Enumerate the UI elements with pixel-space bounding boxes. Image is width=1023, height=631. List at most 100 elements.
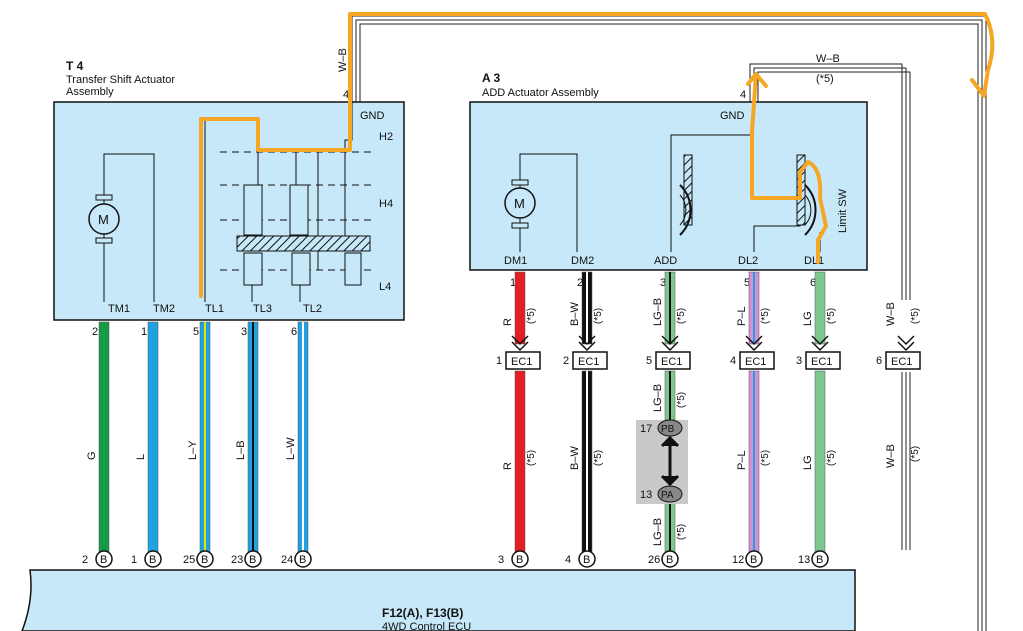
a3-wire-1-ecu-conn: B	[583, 554, 590, 566]
gnd-branch-color-lower: W–B	[885, 444, 897, 468]
junction-lower-label: PA	[661, 490, 674, 501]
a3-wire-1-ecu-pin-circle	[578, 550, 596, 568]
a3-wire-1-color-lower: B–W	[569, 446, 581, 470]
t4-wire-3-color-name: L–B	[235, 440, 247, 460]
t4-wire-4-color-name: L–W	[285, 437, 297, 460]
t4-wire-2-ecu-conn: B	[201, 554, 208, 566]
a3-wire-3-note-lower: (*5)	[760, 450, 771, 466]
a3-wire-4-color-upper: LG	[802, 311, 814, 326]
a3-wire-3-arrow	[745, 335, 763, 352]
a3-wire-4-term: DL1	[804, 255, 824, 267]
a3-wire-2-pin: 3	[660, 277, 666, 289]
a3-wire-0-term: DM1	[504, 255, 527, 267]
a3-wire-1-note-lower: (*5)	[593, 450, 604, 466]
t4-assembly: T 4 Transfer Shift Actuator Assembly GND…	[53, 48, 405, 321]
a3-gnd-label: GND	[720, 110, 745, 122]
a3-wire-4-conn-pin: 3	[796, 355, 802, 367]
gnd-branch: W–B W–B (*5) (*5) 6 EC1	[876, 302, 921, 468]
t4-wire-1-color-name: L	[135, 454, 147, 460]
a3-wire-2-conn: EC1	[661, 356, 682, 368]
t4-wire-4-ecu-conn: B	[299, 554, 306, 566]
a3-wire-2-ecu-conn: B	[666, 554, 673, 566]
a3-wire-0-conn-pin: 1	[496, 355, 502, 367]
t4-motor-label: M	[98, 212, 109, 227]
a3-wire-2-note-mid: (*5)	[676, 392, 687, 408]
gnd-branch-note-lower: (*5)	[910, 446, 921, 462]
a3-wire-4-connector	[805, 351, 841, 370]
a3-gnd-wire-note: (*5)	[816, 73, 834, 85]
t4-wire-0-pin: 2	[92, 326, 98, 338]
a3-wire-1-pin: 2	[577, 277, 583, 289]
a3-wire-2-upper-stripe	[669, 272, 671, 344]
t4-wire-4-term: TL2	[303, 303, 322, 315]
t4-wire-3-ecu-conn: B	[249, 554, 256, 566]
a3-limit-sw-label: Limit SW	[837, 188, 849, 233]
a3-wire-4-lower	[814, 370, 826, 553]
gnd-branch-conn: EC1	[891, 356, 912, 368]
a3-wire-0-note-lower: (*5)	[526, 450, 537, 466]
a3-wire-3-ecu-conn: B	[750, 554, 757, 566]
a3-wire-3-color-upper: P–L	[736, 306, 748, 326]
a3-wire-1-lower-stripe	[586, 371, 588, 552]
t4-wire-1-ecu-pin: 1	[131, 554, 137, 566]
a3-wire-3-conn-pin: 4	[730, 355, 736, 367]
t4-wire-2-stripe	[204, 322, 206, 552]
a3-name: ADD Actuator Assembly	[482, 87, 599, 99]
a3-wire-0-lower	[514, 370, 526, 553]
junction-lower-pin: 13	[640, 489, 652, 501]
a3-wire-1-ecu-pin: 4	[565, 554, 571, 566]
a3-wire-3-connector	[739, 351, 775, 370]
junction-upper-label: PB	[661, 424, 675, 435]
t4-gnd-pin: 4	[343, 89, 349, 101]
t4-wire-0-term: TM1	[108, 303, 130, 315]
a3-wire-0-arrow	[511, 335, 529, 352]
t4-wire-3-term: TL3	[253, 303, 272, 315]
a3-wire-3-term: DL2	[738, 255, 758, 267]
a3-wire-2-color-upper: LG–B	[652, 298, 664, 326]
t4-wire-3-ecu-pin: 23	[231, 554, 243, 566]
a3-wire-0-ecu-pin-circle	[511, 550, 529, 568]
a3-wire-0-color-upper: R	[502, 318, 514, 326]
t4-wire-3-stripe	[252, 322, 254, 552]
t4-wire-1-pin: 1	[141, 326, 147, 338]
a3-wire-4-conn: EC1	[811, 356, 832, 368]
t4-wire-0-ecu-pin-circle	[95, 550, 113, 568]
t4-switch-mechanism	[204, 102, 375, 302]
a3-wire-2-arrow	[661, 335, 679, 352]
a3-wire-2-lower-stripe	[669, 502, 671, 552]
t4-switch-h2: H2	[379, 131, 393, 143]
t4-name-line2: Assembly	[66, 86, 114, 98]
a3-wire-3-note-upper: (*5)	[760, 308, 771, 324]
harness-wires: 2G2BTM11L1BTM25L–Y25BTL13L–B23BTL36L–W24…	[82, 271, 841, 587]
t4-wire-2-pin: 5	[193, 326, 199, 338]
gnd-branch-connector	[885, 351, 921, 370]
gnd-branch-note: (*5)	[910, 308, 921, 324]
a3-wire-4-color-lower: LG	[802, 455, 814, 470]
a3-wire-2-note-lower: (*5)	[676, 524, 687, 540]
a3-wire-0-ecu-conn: B	[516, 554, 523, 566]
a3-wire-2-note-upper: (*5)	[676, 308, 687, 324]
gnd-branch-conn-pin: 6	[876, 355, 882, 367]
a3-wire-2-term: ADD	[654, 255, 677, 267]
a3-assembly: A 3 ADD Actuator Assembly GND 4 Limit SW…	[469, 71, 868, 271]
t4-wire-3-pin: 3	[241, 326, 247, 338]
t4-wire-0-ecu-pin: 2	[82, 554, 88, 566]
a3-gnd-wire-label: W–B	[816, 53, 840, 65]
a3-wire-4-ecu-pin-circle	[811, 550, 829, 568]
t4-wire-4-ecu-pin-circle	[294, 550, 312, 568]
a3-wire-3-ecu-pin-circle	[745, 550, 763, 568]
a3-wire-1-note-upper: (*5)	[593, 308, 604, 324]
a3-wire-3-conn: EC1	[745, 356, 766, 368]
a3-motor-icon: M	[504, 153, 578, 252]
a3-wire-0-color-lower: R	[502, 462, 514, 470]
t4-wire-2-term: TL1	[205, 303, 224, 315]
t4-wire-1	[147, 321, 159, 553]
ecu-body: F12(A), F13(B) 4WD Control ECU	[21, 569, 856, 631]
ecu-name: 4WD Control ECU	[382, 621, 471, 631]
a3-wire-1-conn: EC1	[578, 356, 599, 368]
a3-wire-0-upper	[514, 271, 526, 345]
a3-wire-3-color-lower: P–L	[736, 450, 748, 470]
junction-upper-pin: 17	[640, 423, 652, 435]
a3-wire-1-arrow	[578, 335, 596, 352]
